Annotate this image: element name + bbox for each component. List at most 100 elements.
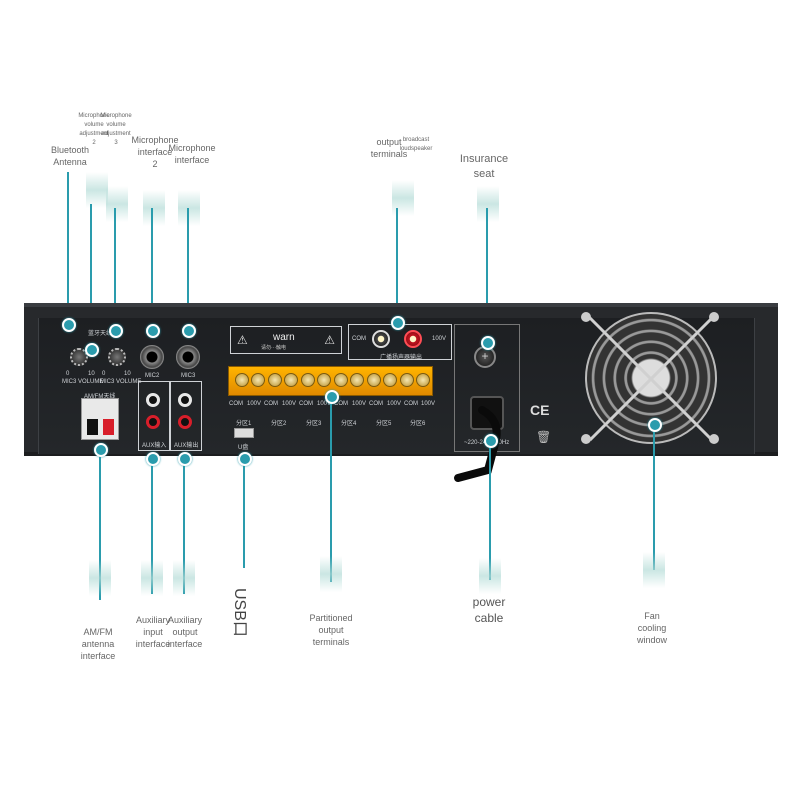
callout-dot — [146, 324, 160, 338]
terminal-screw[interactable] — [251, 373, 265, 387]
callout-dot — [109, 324, 123, 338]
speaker-com-text: COM — [352, 336, 366, 342]
amfm-panel-text: AM/FM天线 — [84, 394, 116, 400]
callout-dot — [238, 452, 252, 466]
knob-min: 0 — [66, 371, 70, 377]
line-aux-in — [151, 458, 153, 594]
zone-com: COM — [229, 401, 243, 407]
mic2-text: MIC2 — [145, 373, 160, 379]
warning-triangle-icon: ⚠ — [324, 333, 335, 347]
terminal-screw[interactable] — [416, 373, 430, 387]
mic-volume-knob-2[interactable] — [108, 348, 126, 366]
fade-mark — [173, 560, 195, 596]
knob-max: 10 — [124, 371, 131, 377]
zone-name: 分区4 — [341, 421, 357, 427]
mic2-jack[interactable] — [140, 345, 164, 369]
terminal-screw[interactable] — [301, 373, 315, 387]
terminal-screw[interactable] — [367, 373, 381, 387]
fade-mark — [643, 552, 665, 588]
zone-com: COM — [404, 401, 418, 407]
ce-mark: CE — [530, 402, 550, 418]
line-usb — [243, 458, 245, 568]
line-mic-vol-2 — [90, 204, 92, 348]
warning-box: ⚠ ⚠ warn 请勿···触电 — [230, 326, 342, 354]
terminal-screw[interactable] — [317, 373, 331, 387]
mic-volume-knob-1[interactable] — [70, 348, 88, 366]
line-aux-out — [183, 458, 185, 594]
terminal-screw[interactable] — [268, 373, 282, 387]
speaker-com-terminal[interactable] — [372, 330, 390, 348]
line-amfm — [99, 450, 101, 600]
terminal-screw[interactable] — [350, 373, 364, 387]
line-power — [489, 440, 491, 580]
fade-mark — [106, 186, 128, 222]
terminal-screw[interactable] — [383, 373, 397, 387]
zone-name: 分区3 — [306, 421, 322, 427]
zone-100v: 100V — [282, 401, 297, 407]
fade-mark — [320, 556, 342, 592]
amfm-black-clip[interactable] — [87, 419, 98, 435]
usb-port[interactable] — [234, 428, 254, 438]
zone-name: 分区2 — [271, 421, 287, 427]
zone-name: 分区5 — [376, 421, 392, 427]
mic3-volume-text-b: MIC3 VOLUME — [100, 379, 142, 385]
fade-mark — [143, 190, 165, 226]
line-mic-if — [187, 208, 189, 330]
mic3-jack[interactable] — [176, 345, 200, 369]
zone-com: COM — [334, 401, 348, 407]
fan-screw — [709, 312, 719, 322]
callout-dot — [62, 318, 76, 332]
callout-dot — [325, 390, 339, 404]
power-socket[interactable] — [470, 396, 504, 430]
zone-100v: 100V — [421, 401, 436, 407]
line-output-terminals — [396, 208, 398, 322]
zone-100v: 100V — [352, 401, 367, 407]
terminal-screw[interactable] — [235, 373, 249, 387]
fade-mark — [479, 558, 501, 594]
mic3-text: MIC3 — [181, 373, 196, 379]
fan-screw — [581, 434, 591, 444]
amfm-red-clip[interactable] — [103, 419, 114, 435]
line-fan — [653, 424, 655, 570]
zone-100v: 100V — [247, 401, 262, 407]
warning-triangle-icon: ⚠ — [237, 333, 248, 347]
terminal-screw[interactable] — [400, 373, 414, 387]
aux-in-white-rca[interactable] — [146, 393, 160, 407]
line-insurance — [486, 208, 488, 348]
fade-mark — [86, 172, 108, 208]
weee-bin-icon: 🗑 — [536, 430, 552, 444]
zone-100v: 100V — [387, 401, 402, 407]
aux-out-white-rca[interactable] — [178, 393, 192, 407]
line-bluetooth — [67, 172, 69, 322]
line-mic-vol-3 — [114, 208, 116, 328]
partition-terminal-strip[interactable] — [228, 366, 433, 396]
knob-max: 10 — [88, 371, 95, 377]
terminal-screw[interactable] — [334, 373, 348, 387]
zone-com: COM — [264, 401, 278, 407]
fade-mark — [89, 560, 111, 596]
callout-dot — [94, 443, 108, 457]
speaker-output-text: 广播扬声器输出 — [380, 355, 423, 361]
speaker-100v-text: 100V — [432, 336, 447, 342]
amfm-terminal-block[interactable] — [81, 398, 119, 440]
zone-com: COM — [369, 401, 383, 407]
callout-dot — [648, 418, 662, 432]
aux-in-red-rca[interactable] — [146, 415, 160, 429]
speaker-100v-terminal[interactable] — [404, 330, 422, 348]
fade-mark — [477, 186, 499, 222]
aux-out-red-rca[interactable] — [178, 415, 192, 429]
fade-mark — [141, 560, 163, 596]
terminal-screw[interactable] — [284, 373, 298, 387]
zone-name: 分区1 — [236, 421, 252, 427]
fade-mark — [178, 190, 200, 226]
